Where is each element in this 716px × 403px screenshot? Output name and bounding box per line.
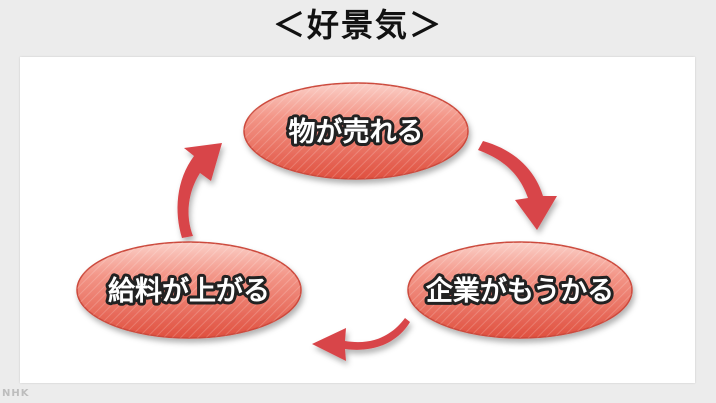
node-wage: 給料が上がる — [76, 241, 302, 339]
page-title: ＜好景気＞ — [272, 6, 443, 44]
nhk-watermark: NHK — [2, 388, 30, 399]
node-sell: 物が売れる — [243, 82, 469, 180]
arrow-sell-to-profit — [478, 141, 557, 230]
node-profit-label: 企業がもうかる — [426, 275, 614, 307]
arrow-profit-to-wage — [312, 318, 410, 361]
node-profit: 企業がもうかる — [407, 241, 633, 339]
node-wage-label: 給料が上がる — [108, 275, 270, 307]
arrow-wage-to-sell — [177, 143, 222, 238]
node-sell-label: 物が売れる — [289, 116, 424, 148]
